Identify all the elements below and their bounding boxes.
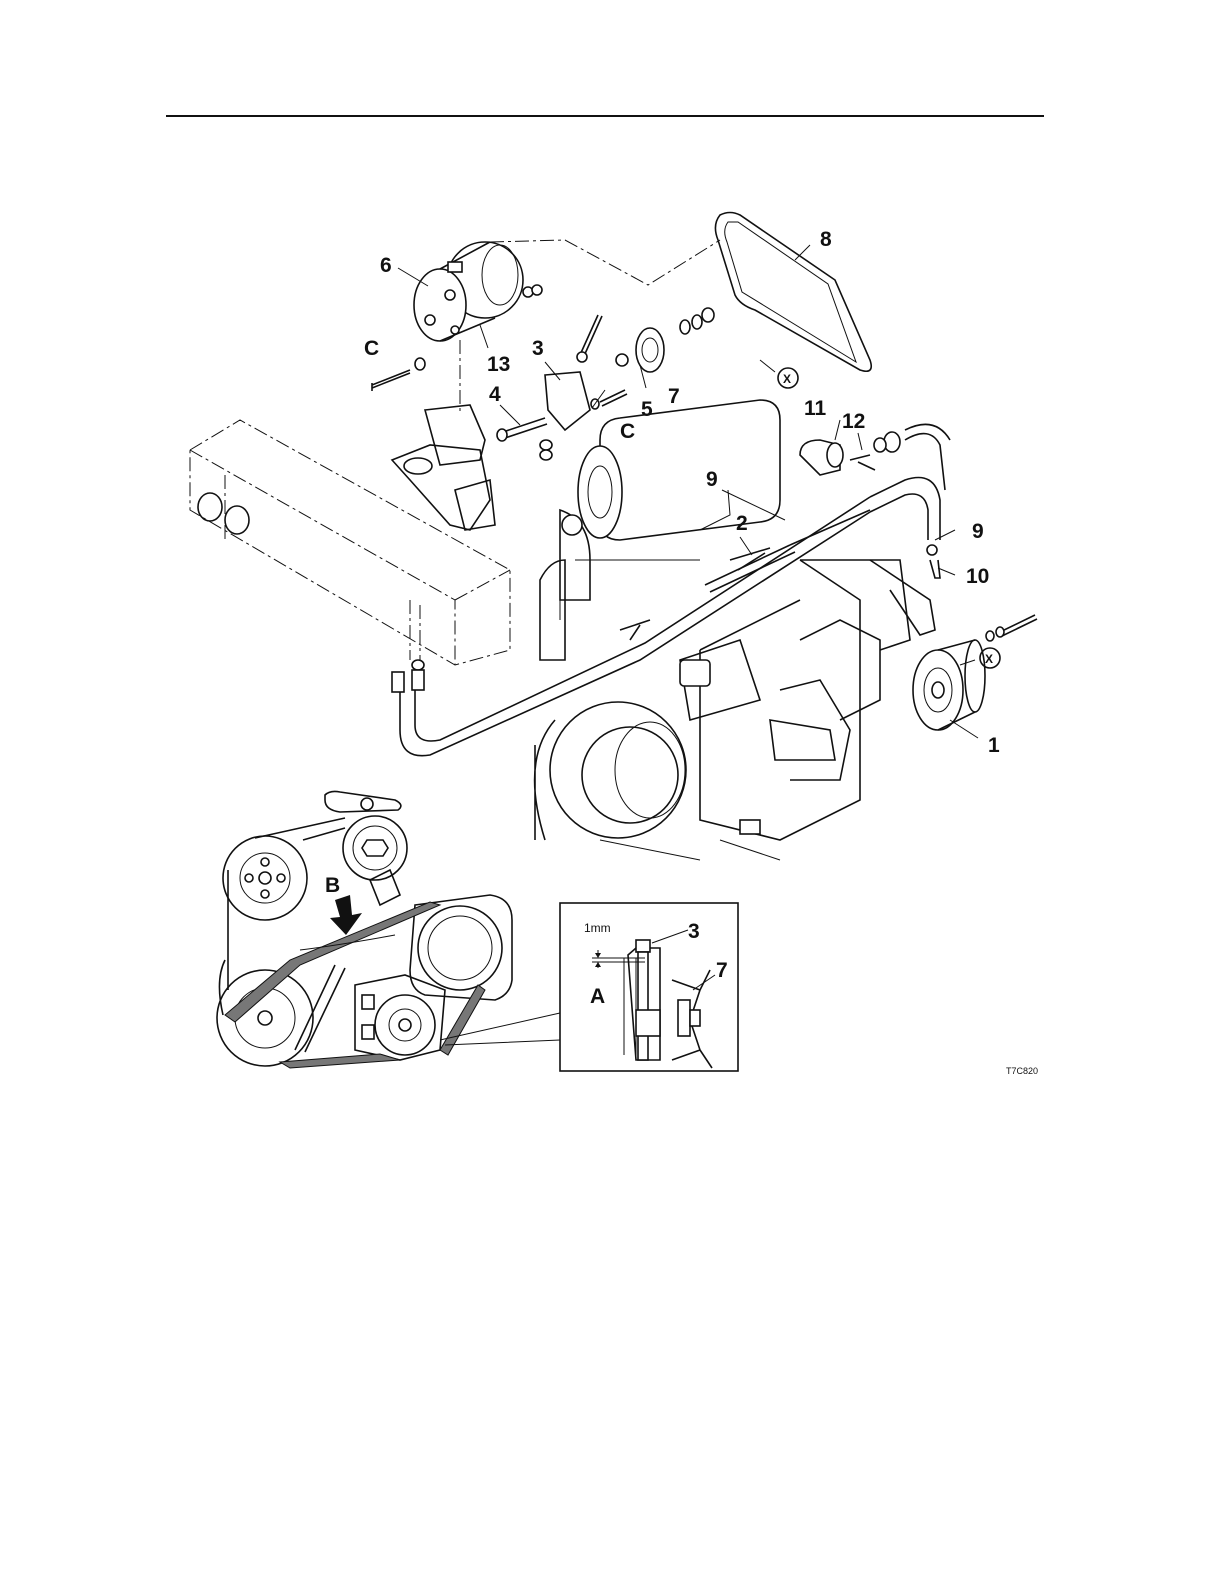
label-a: A xyxy=(590,985,605,1008)
idler-pulley xyxy=(616,308,714,372)
callout-7: 7 xyxy=(668,385,680,408)
fasteners xyxy=(372,315,1037,641)
compressor xyxy=(414,242,542,341)
callout-c-bolt: C xyxy=(364,337,379,360)
callout-4: 4 xyxy=(489,383,501,406)
detail-callout-3: 3 xyxy=(688,920,700,943)
direction-arrow-b xyxy=(330,895,362,935)
callout-13: 13 xyxy=(487,353,510,376)
callout-6: 6 xyxy=(380,254,392,277)
x-label-pulley: X xyxy=(985,652,993,666)
callout-10: 10 xyxy=(966,565,989,588)
crankshaft-pulley xyxy=(913,640,985,730)
callout-11: 11 xyxy=(804,397,827,420)
x-label-belt: X xyxy=(783,372,791,386)
callout-5: 5 xyxy=(641,398,653,421)
label-b: B xyxy=(325,874,340,897)
callout-8: 8 xyxy=(820,228,832,251)
dimension-label: 1mm xyxy=(584,921,611,935)
figure-id: T7C820 xyxy=(1006,1066,1038,1076)
detail-callout-7: 7 xyxy=(716,959,728,982)
heater-box xyxy=(190,420,510,670)
callout-2: 2 xyxy=(736,512,748,535)
callout-12: 12 xyxy=(842,410,865,433)
drive-belt xyxy=(715,213,871,372)
callout-3: 3 xyxy=(532,337,544,360)
callout-9-hose: 9 xyxy=(706,468,718,491)
belt-routing-view xyxy=(217,791,560,1068)
callout-1: 1 xyxy=(988,734,1000,757)
callout-9-pipe: 9 xyxy=(972,520,984,543)
callout-c-screw: C xyxy=(620,420,635,443)
valve-fitting xyxy=(730,438,940,578)
